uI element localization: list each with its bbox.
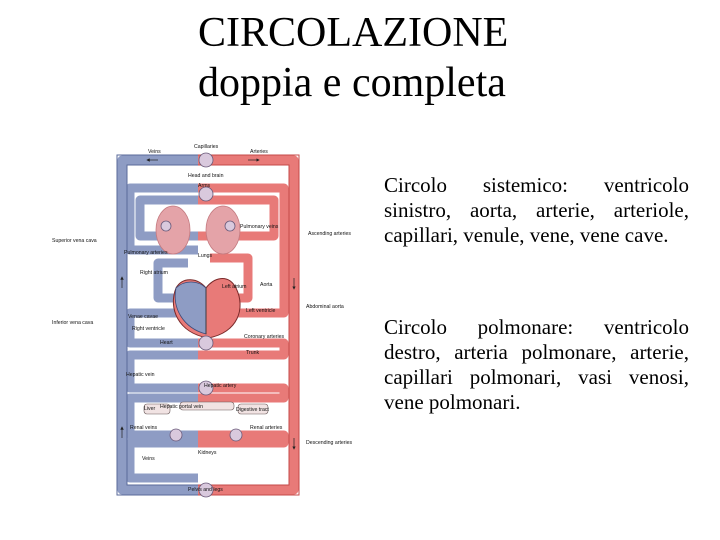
label-digestive-tract: Digestive tract	[236, 407, 269, 413]
arterial-vessels	[198, 155, 299, 495]
label-descending-arteries: Descending arteries	[306, 440, 353, 446]
title-line-1: CIRCOLAZIONE	[198, 10, 509, 56]
label-venae-cavae: Venae cavae	[128, 314, 158, 320]
circulation-diagram: Veins Capillaries Arteries Head and brai…	[48, 138, 368, 500]
label-renal-veins: Renal veins	[130, 425, 158, 431]
title-line-2: doppia e completa	[198, 60, 506, 106]
label-abdominal-aorta: Abdominal aorta	[306, 304, 344, 310]
label-head-brain: Head and brain	[188, 173, 224, 179]
label-aorta: Aorta	[260, 282, 273, 288]
label-superior-vena-cava: Superior vena cava	[52, 238, 97, 244]
capillary-beds	[160, 152, 243, 498]
label-veins: Veins	[148, 149, 161, 155]
label-hepatic-artery: Hepatic artery	[204, 383, 237, 389]
heart-shape	[172, 278, 241, 339]
label-right-atrium: Right atrium	[140, 270, 168, 276]
label-heart: Heart	[160, 340, 173, 346]
circulation-diagram-svg: Veins Capillaries Arteries Head and brai…	[52, 144, 353, 498]
label-liver: Liver	[144, 406, 156, 412]
slide-title: CIRCOLAZIONE doppia e completa	[198, 8, 618, 108]
label-capillaries: Capillaries	[194, 144, 219, 150]
label-right-ventricle: Right ventricle	[132, 326, 165, 332]
label-kidneys: Kidneys	[198, 450, 217, 456]
label-ascending-arteries: Ascending arteries	[308, 231, 351, 237]
venous-vessels	[117, 155, 198, 495]
label-left-atrium: Left atrium	[222, 284, 247, 290]
organ-boxes	[143, 401, 269, 415]
label-hepatic-vein: Hepatic vein	[126, 372, 155, 378]
label-arms: Arms	[198, 183, 211, 189]
lungs-shape	[155, 205, 241, 255]
label-pulmonary-arteries: Pulmonary arteries	[124, 250, 168, 256]
paragraph-circolo-polmonare: Circolo polmonare: ventricolo destro, ar…	[384, 315, 689, 414]
label-renal-arteries: Renal arteries	[250, 425, 283, 431]
label-coronary-arteries: Coronary arteries	[244, 334, 284, 340]
label-left-ventricle: Left ventricle	[246, 308, 276, 314]
label-arteries: Arteries	[250, 149, 268, 155]
label-pelvis-legs: Pelvis and legs	[188, 487, 223, 493]
label-hepatic-portal-vein: Hepatic portal vein	[160, 404, 203, 410]
label-pulmonary-veins: Pulmonary veins	[240, 224, 279, 230]
label-veins-lower: Veins	[142, 456, 155, 462]
label-trunk: Trunk	[246, 350, 259, 356]
label-inferior-vena-cava: Inferior vena cava	[52, 320, 93, 326]
paragraph-circolo-sistemico: Circolo sistemico: ventricolo sinistro, …	[384, 173, 689, 247]
label-lungs: Lungs	[198, 253, 213, 259]
